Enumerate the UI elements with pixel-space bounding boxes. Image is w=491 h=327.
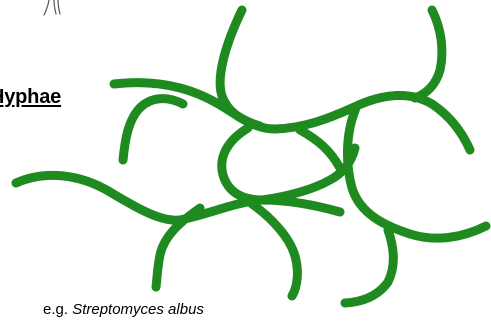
hypha-strand — [220, 10, 260, 126]
hypha-strand — [222, 128, 262, 200]
hypha-strand — [252, 204, 297, 296]
hypha-strand — [415, 10, 442, 98]
hyphae-network — [16, 10, 486, 303]
hypha-strand — [300, 130, 340, 168]
species-caption: e.g. Streptomyces albus — [43, 301, 204, 318]
caption-species: Streptomyces albus — [72, 301, 204, 318]
caption-prefix: e.g. — [43, 301, 72, 318]
hyphae-label: Hyphae — [0, 86, 61, 109]
hypha-strand — [345, 230, 393, 303]
hypha-strand — [352, 95, 470, 150]
spore-chain-fragment — [44, 0, 60, 15]
hypha-strand — [123, 99, 183, 160]
hypha-strand — [347, 108, 486, 238]
hypha-strand — [262, 148, 355, 200]
